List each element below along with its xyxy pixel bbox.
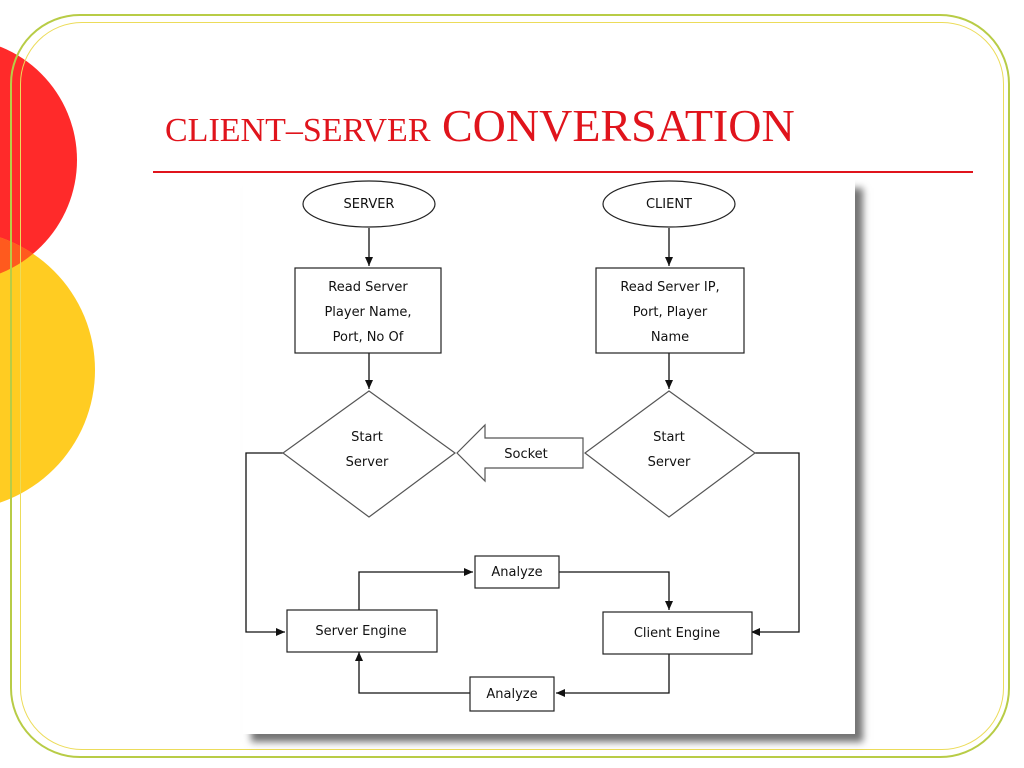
client-engine-label: Client Engine: [634, 626, 720, 641]
title-part-2: CONVERSATION: [442, 100, 795, 151]
page-title: CLIENT–SERVER CONVERSATION: [165, 98, 795, 159]
server-engine-label: Server Engine: [315, 624, 406, 639]
flowchart: SERVER CLIENT Read Server Player Name, P…: [245, 180, 800, 712]
title-part-1: CLIENT–SERVER: [165, 112, 431, 149]
client-read-box: Read Server IP, Port, Player Name: [595, 267, 745, 354]
client-read-line-2: Port, Player: [633, 305, 708, 320]
client-terminal: CLIENT: [602, 180, 736, 228]
title-underline: [153, 171, 973, 173]
flowchart-panel: SERVER CLIENT Read Server Player Name, P…: [243, 180, 855, 734]
connector-analyze-bottom-to-server-engine: [355, 652, 470, 694]
yellow-circle: [0, 237, 95, 503]
client-start-line-2: Server: [648, 455, 691, 470]
slide-frame-outer: [10, 14, 1010, 758]
decorative-circles: [0, 46, 95, 503]
client-read-line-3: Name: [651, 330, 689, 345]
server-read-box: Read Server Player Name, Port, No Of: [294, 267, 442, 354]
connector-server-engine-to-analyze-top: [358, 568, 473, 610]
server-terminal-label: SERVER: [344, 197, 395, 212]
connector-client-start-to-engine: [751, 452, 800, 636]
connector-client-engine-to-analyze-bottom: [556, 654, 670, 697]
red-circle: [0, 46, 77, 274]
server-start-decision: Start Server: [281, 390, 457, 518]
server-read-line-2: Player Name,: [324, 305, 411, 320]
slide-frame-inner: [20, 22, 1004, 750]
server-terminal: SERVER: [302, 180, 436, 228]
socket-label: Socket: [504, 447, 548, 462]
connector-analyze-top-to-client-engine: [559, 571, 673, 610]
connector-server-start-to-engine: [245, 452, 285, 636]
analyze-top-box: Analyze: [474, 555, 560, 589]
client-terminal-label: CLIENT: [646, 197, 692, 212]
analyze-bottom-label: Analyze: [486, 687, 537, 702]
server-read-line-3: Port, No Of: [333, 330, 404, 345]
socket-arrow: Socket: [456, 423, 584, 483]
server-start-line-1: Start: [351, 430, 383, 445]
client-start-decision: Start Server: [583, 390, 757, 518]
client-engine-box: Client Engine: [602, 611, 753, 655]
client-start-line-1: Start: [653, 430, 685, 445]
client-read-line-1: Read Server IP,: [620, 280, 719, 295]
analyze-bottom-box: Analyze: [469, 676, 555, 712]
analyze-top-label: Analyze: [491, 565, 542, 580]
server-engine-box: Server Engine: [286, 609, 438, 653]
server-start-line-2: Server: [346, 455, 389, 470]
server-read-line-1: Read Server: [328, 280, 408, 295]
